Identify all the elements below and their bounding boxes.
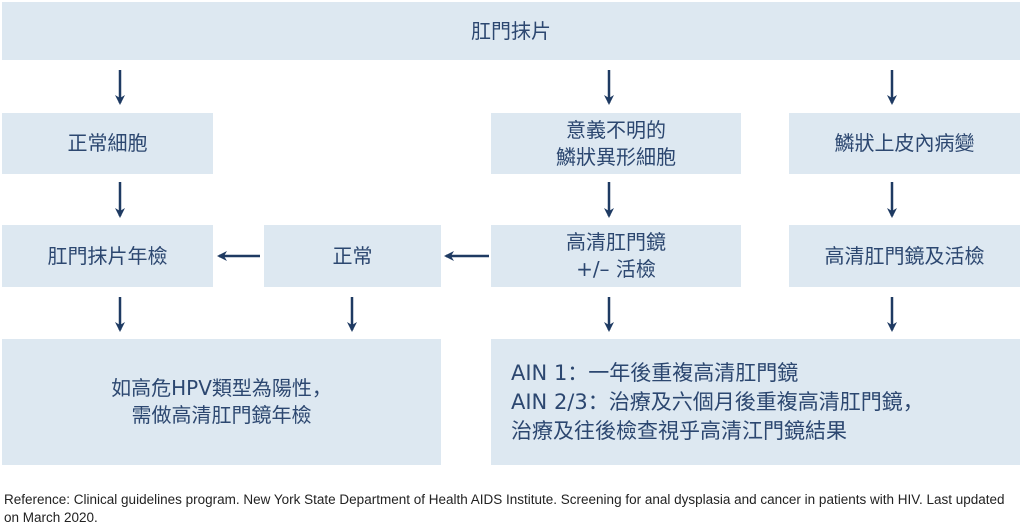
- node-label: 鱗狀異形細胞: [556, 144, 676, 169]
- node-label: AIN 1：一年後重複高清肛門鏡: [511, 360, 799, 385]
- node-label: 肛門抹片: [471, 18, 551, 43]
- node-hra-biopsy: 高清肛門鏡及活檢: [789, 225, 1020, 287]
- node-label: 肛門抹片年檢: [47, 243, 168, 268]
- node-hpv: 如高危HPV類型為陽性， 需做高清肛門鏡年檢: [2, 339, 441, 465]
- node-label: 高清肛門鏡及活檢: [824, 243, 985, 268]
- node-label: 如高危HPV類型為陽性，: [111, 376, 332, 400]
- node-label: 意義不明的: [566, 117, 666, 142]
- node-label: 鱗狀上皮內病變: [834, 131, 975, 155]
- node-label: 正常細胞: [67, 131, 148, 155]
- reference-text: Reference: Clinical guidelines program. …: [4, 492, 1005, 525]
- node-ain: AIN 1：一年後重複高清肛門鏡 AIN 2/3：治療及六個月後重複高清肛門鏡， 治…: [491, 339, 1020, 465]
- node-hra: 高清肛門鏡 +/– 活檢: [491, 225, 741, 287]
- node-anal-pap: 肛門抹片: [2, 2, 1020, 60]
- node-normal: 正常: [264, 225, 441, 287]
- node-ascus: 意義不明的鱗狀異形細胞: [491, 113, 741, 174]
- node-label: +/– 活檢: [576, 257, 656, 281]
- node-normal-cells: 正常細胞: [2, 113, 213, 174]
- node-label: 高清肛門鏡: [566, 230, 666, 254]
- node-label: 治療及往後檢查視乎高清江門鏡結果: [511, 418, 847, 443]
- node-annual-pap: 肛門抹片年檢: [2, 225, 213, 287]
- node-sil: 鱗狀上皮內病變: [789, 113, 1020, 174]
- node-label: 需做高清肛門鏡年檢: [131, 403, 312, 427]
- node-label: AIN 2/3：治療及六個月後重複高清肛門鏡，: [511, 389, 924, 414]
- node-label: 正常: [332, 243, 373, 268]
